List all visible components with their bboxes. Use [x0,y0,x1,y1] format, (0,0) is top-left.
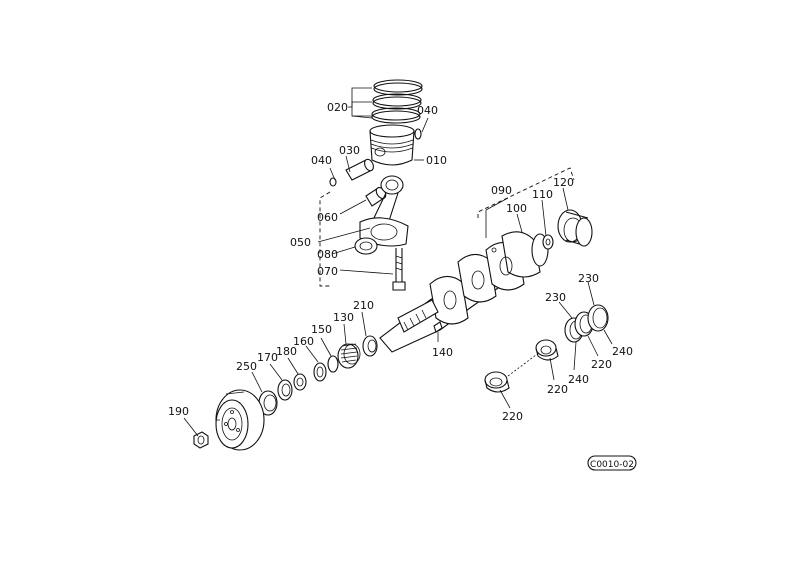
gear-130 [337,343,361,369]
label-110: 110 [532,188,553,201]
part-labels: 020 040 030 040 010 060 050 080 070 090 … [168,101,633,423]
crank-gear [542,234,554,250]
seal-250 [258,390,278,416]
leader-lines [183,87,613,437]
label-030: 030 [339,144,360,157]
label-120: 120 [553,176,574,189]
label-040-right: 040 [417,104,438,117]
pulley-nut [193,431,209,449]
thrust-washer-set [564,304,609,343]
spacer-150 [327,355,339,373]
key [433,321,443,333]
label-180: 180 [276,345,297,358]
label-240-lower: 240 [568,373,589,386]
label-100: 100 [506,202,527,215]
label-020: 020 [327,101,348,114]
label-240-upper: 240 [612,345,633,358]
snap-ring-right [414,128,422,140]
axis-line [507,351,541,377]
rod-bolt [392,248,406,291]
label-210: 210 [353,299,374,312]
piston [369,124,415,166]
rod-bearing [354,237,378,255]
connecting-rod [359,175,409,247]
label-230-upper: 230 [578,272,599,285]
crankshaft [379,231,549,353]
crank-pulley [215,389,265,451]
ring-160 [313,362,327,382]
ring-170 [277,379,293,401]
crank-group-bracket [477,167,575,218]
main-bearing-220-mid [535,339,559,361]
label-090: 090 [491,184,512,197]
label-040-left: 040 [311,154,332,167]
label-160: 160 [293,335,314,348]
piston-pin [345,158,374,181]
collar-210 [362,335,378,357]
label-140: 140 [432,346,453,359]
label-220-mid: 220 [547,383,568,396]
label-230-lower: 230 [545,291,566,304]
label-080: 080 [317,248,338,261]
label-220-upper: 220 [591,358,612,371]
label-150: 150 [311,323,332,336]
main-bearing-220-lower [484,371,510,393]
label-130: 130 [333,311,354,324]
label-010: 010 [426,154,447,167]
rear-bearing [557,209,593,247]
piston-rings [371,79,423,124]
label-070: 070 [317,265,338,278]
drawing-code: C0010-02 [590,460,634,470]
snap-ring-left [329,177,337,187]
label-050: 050 [290,236,311,249]
ring-180 [293,373,307,391]
label-220-lower: 220 [502,410,523,423]
label-190: 190 [168,405,189,418]
label-060: 060 [317,211,338,224]
drawing-code-badge: C0010-02 [587,455,637,471]
label-170: 170 [257,351,278,364]
label-250: 250 [236,360,257,373]
